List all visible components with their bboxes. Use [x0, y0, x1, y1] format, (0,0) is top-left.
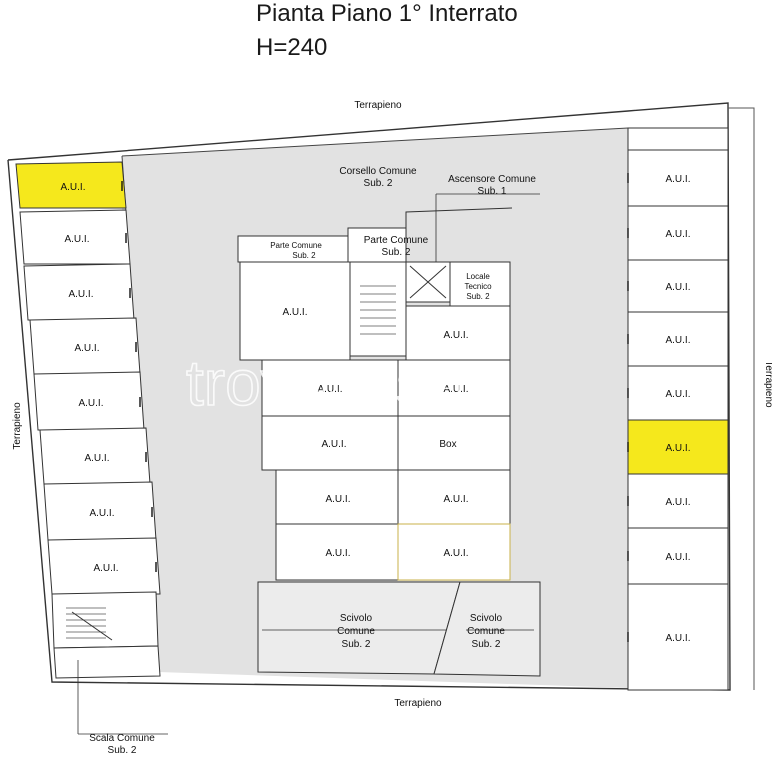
scivolo-right-sub: Sub. 2	[472, 639, 501, 650]
corsello-sub: Sub. 2	[364, 178, 393, 189]
scivolo-left-label-1: Scivolo	[340, 613, 373, 624]
unit-center-right-1-label: A.U.I.	[443, 330, 468, 341]
unit-center-left-5-label: A.U.I.	[325, 548, 350, 559]
unit-center-right-5	[397, 523, 511, 581]
locale-label-2: Tecnico	[464, 282, 492, 291]
unit-right-4	[627, 259, 729, 313]
left-units: A.U.I. A.U.I. A.U.I. A.U.I. A.U.I. A.U.I. A.U.…	[15, 161, 168, 735]
unit-right-label-2: A.U.I.	[665, 229, 690, 240]
unit-center-right-2	[397, 359, 511, 417]
box-label: Box	[439, 439, 456, 450]
height-label: H=240	[256, 34, 328, 61]
unit-right-5	[627, 311, 729, 367]
parte-comune-sub: Sub. 2	[382, 247, 411, 258]
unit-right-2	[627, 149, 729, 207]
scivolo-right-label-2: Comune	[467, 626, 505, 637]
watermark: trovacasa	[186, 347, 464, 419]
unit-right-label-9: A.U.I.	[665, 633, 690, 644]
unit-center-right-1	[405, 305, 511, 361]
right-units: A.U.I. A.U.I. A.U.I. A.U.I. A.U.I. A.U.I. A.U.…	[627, 127, 729, 691]
parte-comune-small-label: Parte Comune	[270, 241, 322, 250]
unit-right-label-7: A.U.I.	[665, 497, 690, 508]
unit-right-label-8: A.U.I.	[665, 552, 690, 563]
small-room	[53, 645, 161, 679]
unit-right-label-4: A.U.I.	[665, 335, 690, 346]
locale-tecnico	[449, 261, 511, 307]
unit-left-label-3: A.U.I.	[68, 289, 93, 300]
unit-right-label-6: A.U.I.	[665, 443, 690, 454]
unit-left-label-5: A.U.I.	[78, 398, 103, 409]
outer-wall	[7, 102, 731, 691]
ascensore-label: Ascensore Comune	[448, 174, 536, 185]
unit-center-left-3-label: A.U.I.	[321, 439, 346, 450]
stair-arrow	[71, 611, 113, 641]
unit-right-label-1: A.U.I.	[665, 174, 690, 185]
unit-center-left-5	[275, 523, 399, 581]
locale-label-sub: Sub. 2	[466, 292, 490, 301]
corsello-label: Corsello Comune	[339, 166, 417, 177]
ascensore-wall	[405, 207, 513, 228]
plan-title: Pianta Piano 1° Interrato	[256, 0, 518, 27]
center-block	[237, 193, 541, 677]
unit-right-7	[627, 419, 729, 475]
unit-left-1	[15, 161, 127, 209]
elevator-cross-2	[409, 265, 447, 299]
scivolo-right-label-1: Scivolo	[470, 613, 503, 624]
unit-right-label-5: A.U.I.	[665, 389, 690, 400]
parte-comune-small-sub: Sub. 2	[292, 251, 316, 260]
scivolo-left-label-2: Comune	[337, 626, 375, 637]
unit-left-label-7: A.U.I.	[89, 508, 114, 519]
unit-left-8	[47, 537, 161, 595]
terrapieno-left: Terrapieno	[12, 402, 23, 450]
unit-center-left-2-label: A.U.I.	[317, 384, 342, 395]
unit-left-label-2: A.U.I.	[64, 234, 89, 245]
scala-label: Scala Comune	[89, 733, 155, 744]
text-labels: TerrapienoTerrapienoTerrapienoTerrapieno…	[12, 100, 772, 756]
box-unit	[397, 415, 511, 471]
unit-right-10	[627, 583, 729, 691]
right-outer-wall	[728, 107, 755, 690]
scivolo-left-sub: Sub. 2	[342, 639, 371, 650]
terrapieno-top: Terrapieno	[354, 100, 402, 111]
unit-right-1	[627, 127, 729, 151]
locale-label-1: Locale	[466, 272, 490, 281]
unit-left-label-6: A.U.I.	[84, 453, 109, 464]
unit-center-right-4-label: A.U.I.	[443, 494, 468, 505]
unit-center-right-2-label: A.U.I.	[443, 384, 468, 395]
terrapieno-bottom: Terrapieno	[394, 698, 442, 709]
top-inner-wall	[121, 127, 629, 157]
unit-center-right-4	[397, 469, 511, 525]
parte-comune-label: Parte Comune	[364, 235, 429, 246]
scivolo-right	[433, 581, 541, 677]
scala-sub: Sub. 2	[108, 745, 137, 756]
terrapieno-right: Terrapieno	[763, 360, 772, 408]
ascensore-sub: Sub. 1	[478, 186, 507, 197]
stair-core	[349, 261, 407, 357]
parte-comune-room	[347, 227, 407, 263]
unit-right-9	[627, 527, 729, 585]
unit-right-3	[627, 205, 729, 261]
unit-right-8	[627, 473, 729, 529]
unit-right-label-3: A.U.I.	[665, 282, 690, 293]
unit-center-large-label: A.U.I.	[282, 307, 307, 318]
unit-center-left-4	[275, 469, 399, 525]
unit-left-label-8: A.U.I.	[93, 563, 118, 574]
unit-center-left-3	[261, 415, 399, 471]
unit-center-left-2	[261, 359, 399, 417]
unit-center-right-5-label: A.U.I.	[443, 548, 468, 559]
unit-left-label-4: A.U.I.	[74, 343, 99, 354]
unit-center-large	[239, 261, 351, 361]
unit-left-label-1: A.U.I.	[60, 182, 85, 193]
unit-center-left-4-label: A.U.I.	[325, 494, 350, 505]
